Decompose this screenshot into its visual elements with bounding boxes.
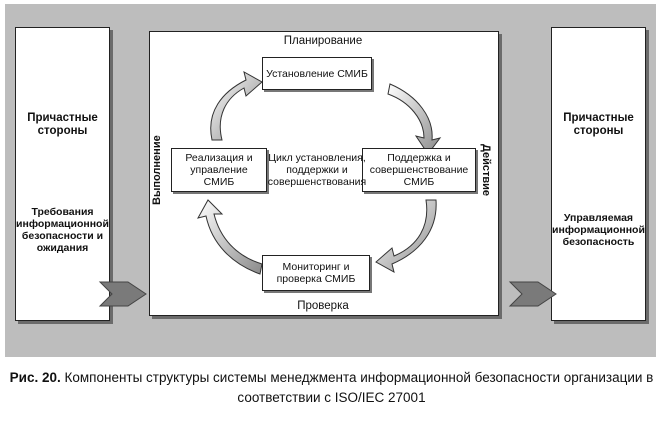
curved-arrow-bottom-left bbox=[197, 199, 263, 275]
input-arrow bbox=[98, 281, 147, 307]
cycle-description: Цикл установления, поддержки и совершенс… bbox=[267, 152, 367, 188]
figure-caption-text: Компоненты структуры системы менеджмента… bbox=[64, 370, 654, 405]
left-panel-title: Причастные стороны bbox=[27, 112, 98, 137]
figure-number: Рис. 20. bbox=[9, 370, 61, 385]
curved-arrow-bottom-right bbox=[375, 199, 437, 273]
planning-label: Планирование bbox=[283, 35, 363, 47]
step-establish-isms: Установление СМИБ bbox=[262, 57, 372, 90]
left-stakeholders-panel: Причастные стороны Требования информацио… bbox=[15, 27, 110, 321]
figure-caption: Рис. 20. Компоненты структуры системы ме… bbox=[0, 368, 663, 408]
left-panel-text: Требования информационной безопасности и… bbox=[16, 206, 109, 254]
output-arrow bbox=[508, 281, 557, 307]
do-label: Выполнение bbox=[151, 135, 163, 205]
curved-arrow-top-right bbox=[387, 83, 442, 155]
right-stakeholders-panel: Причастные стороны Управляемая информаци… bbox=[551, 27, 646, 321]
curved-arrow-top-left bbox=[210, 71, 263, 141]
arrows-layer bbox=[98, 71, 557, 307]
step-maintain-isms: Поддержка и совершенствование СМИБ bbox=[362, 148, 476, 192]
check-label: Проверка bbox=[297, 300, 349, 312]
step-implement-isms: Реализация и управление СМИБ bbox=[171, 148, 267, 192]
act-label: Действие bbox=[480, 144, 492, 196]
step-monitor-isms: Мониторинг и проверка СМИБ bbox=[262, 255, 370, 291]
right-panel-title: Причастные стороны bbox=[563, 112, 634, 137]
right-panel-text: Управляемая информационной безопасность bbox=[552, 212, 645, 248]
